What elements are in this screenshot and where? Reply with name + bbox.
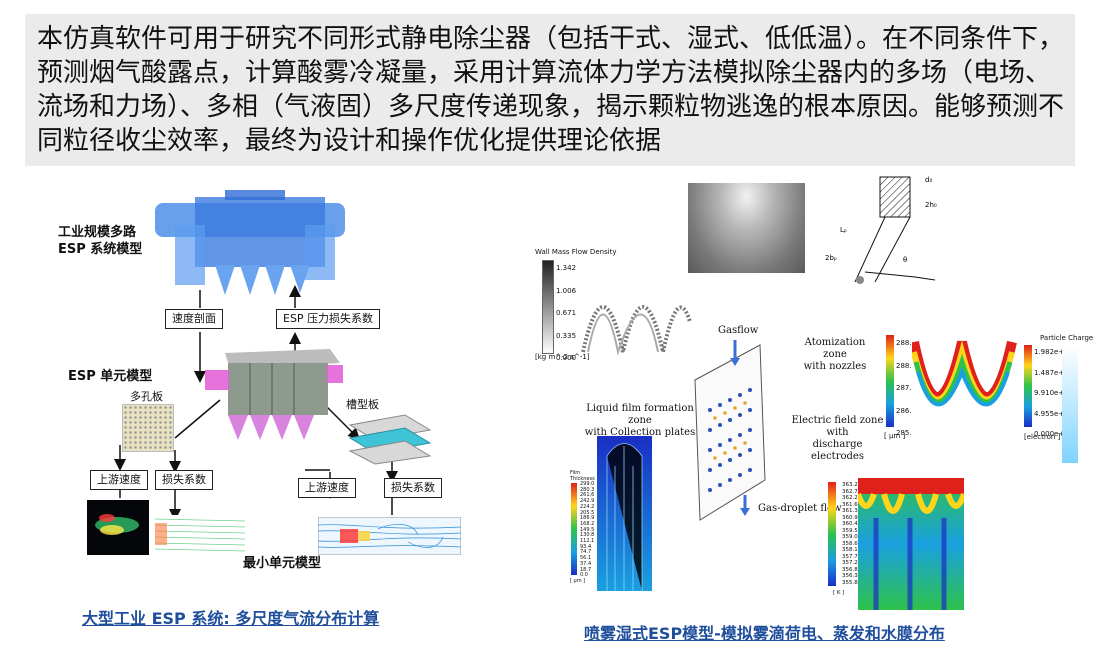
k-tick: 357.2 <box>842 560 858 566</box>
particle-charge-contour <box>1062 345 1078 463</box>
intro-panel: 本仿真软件可用于研究不同形式静电除尘器（包括干式、湿式、低低温）。在不同条件下，… <box>25 14 1075 166</box>
perforated-plate-label: 多孔板 <box>130 390 163 403</box>
film-tick: 242.9 <box>580 498 595 505</box>
nozzle-geometry-sketch: d₀ 2h₀ Lₚ 2bₚ θ <box>825 176 937 284</box>
loss-coeff-box-left: 损失系数 <box>155 470 213 490</box>
k-tick: 357.7 <box>842 553 858 560</box>
gasflow-label: Gasflow <box>718 325 759 336</box>
film-thickness-unit: [ μm ] <box>570 578 586 584</box>
film-tick: 93.4 <box>580 543 592 550</box>
svg-text:2h₀: 2h₀ <box>925 201 937 209</box>
gas-droplet-flow-label: Gas-droplet flow <box>758 503 842 514</box>
wall-plot-title: Wall Mass Flow Density <box>535 248 617 256</box>
industrial-system-label: 工业规模多路 ESP 系统模型 <box>58 225 143 257</box>
k-tick: 358.6 <box>842 540 858 547</box>
k-tick: 360.4 <box>842 521 858 527</box>
k-tick: 359.0 <box>842 534 858 540</box>
wall-mass-flow-contour <box>581 305 692 356</box>
spray-photo-image <box>688 183 805 273</box>
k-tick: 355.8 <box>842 579 858 586</box>
film-tick: 18.7 <box>580 566 592 573</box>
wall-plot-ticks: 1.342 1.006 0.671 0.335 0.000 <box>556 264 577 362</box>
left-caption: 大型工业 ESP 系统: 多尺度气流分布计算 <box>82 609 380 628</box>
k-temperature-unit: [ K ] <box>833 590 845 596</box>
wall-plot-colorbar <box>542 260 554 354</box>
temperature-unit: [ μm ] <box>884 432 906 440</box>
unit-model-label: ESP 单元模型 <box>68 369 153 384</box>
film-thickness-colorbar <box>571 483 577 575</box>
k-tick: 356.8 <box>842 566 858 573</box>
wet-esp-schematic <box>694 340 766 521</box>
film-tick: 299.0 <box>580 481 595 487</box>
k-temperature-contour <box>858 478 964 610</box>
right-caption: 喷雾湿式ESP模型-模拟雾滴荷电、蒸发和水膜分布 <box>584 624 945 643</box>
perforated-flow-simulation-image <box>87 500 149 555</box>
min-unit-model-label: 最小单元模型 <box>243 556 322 571</box>
particle-charge-title: Particle Charge <box>1040 334 1094 342</box>
film-tick: 224.2 <box>580 503 595 510</box>
film-tick: 168.2 <box>580 520 595 527</box>
temperature-arch-contour <box>912 332 1020 460</box>
pressure-loss-box: ESP 压力损失系数 <box>276 309 381 329</box>
film-thickness-contour <box>597 436 652 591</box>
intro-text: 本仿真软件可用于研究不同形式静电除尘器（包括干式、湿式、低低温）。在不同条件下，… <box>37 24 1065 156</box>
k-tick: 359.5 <box>842 527 858 534</box>
k-tick: 362.7 <box>842 488 858 495</box>
film-tick: 186.9 <box>580 515 595 522</box>
film-tick: 280.3 <box>580 486 595 493</box>
perforated-streamline-image <box>155 515 245 553</box>
esp-unit-model-image <box>205 349 343 440</box>
wall-plot-unit: [kg m^-2 s^-1] <box>535 353 590 361</box>
atomization-zone-label: Atomization zone with nozzles <box>803 337 867 372</box>
liquid-film-zone-label: Liquid film formation zone with Collecti… <box>584 403 696 438</box>
k-temperature-colorbar <box>828 482 836 586</box>
film-tick: 37.4 <box>580 560 592 567</box>
channel-plate-label: 槽型板 <box>346 398 379 411</box>
film-tick: 205.5 <box>580 509 595 516</box>
film-tick: 261.6 <box>580 492 595 499</box>
film-tick: 0.0 <box>580 572 588 579</box>
svg-text:Lₚ: Lₚ <box>840 226 847 234</box>
k-tick: 361.6 <box>842 501 858 508</box>
svg-text:θ: θ <box>903 256 907 264</box>
film-tick: 56.1 <box>580 555 592 562</box>
film-thickness-title: Film Thickness <box>570 470 595 482</box>
film-tick: 112.1 <box>580 538 595 545</box>
film-tick: 74.7 <box>580 549 592 556</box>
film-tick: 149.5 <box>580 526 595 533</box>
particle-charge-colorbar <box>1024 345 1032 427</box>
k-tick: 362.2 <box>842 495 858 501</box>
upstream-velocity-box-left: 上游速度 <box>90 470 148 490</box>
k-tick: 361.3 <box>842 508 858 514</box>
temperature-colorbar <box>886 335 894 427</box>
temperature-ticks: 288.9 288.1 287.4 286.6 285.9 <box>896 339 917 437</box>
particle-charge-ticks: 1.982e+07 1.487e+07 9.910e+06 4.955e+06 … <box>1034 348 1074 438</box>
k-tick: 358.1 <box>842 547 858 553</box>
svg-text:2bₚ: 2bₚ <box>825 254 837 262</box>
k-tick: 360.9 <box>842 514 858 521</box>
perforated-plate-image <box>122 404 174 452</box>
electric-field-zone-label: Electric field zone with discharge elect… <box>791 415 884 462</box>
channel-plate-image <box>348 414 432 465</box>
velocity-profile-box: 速度剖面 <box>165 309 223 329</box>
upstream-velocity-box-right: 上游速度 <box>298 478 356 498</box>
svg-text:d₀: d₀ <box>925 176 932 184</box>
film-tick: 130.8 <box>580 532 595 539</box>
industrial-esp-system-image <box>155 190 345 295</box>
loss-coeff-box-right: 损失系数 <box>384 478 442 498</box>
k-tick: 356.3 <box>842 573 858 579</box>
particle-charge-unit: [electron ] <box>1024 433 1061 441</box>
k-tick: 363.2 <box>842 482 858 488</box>
channel-streamline-image <box>318 517 461 555</box>
